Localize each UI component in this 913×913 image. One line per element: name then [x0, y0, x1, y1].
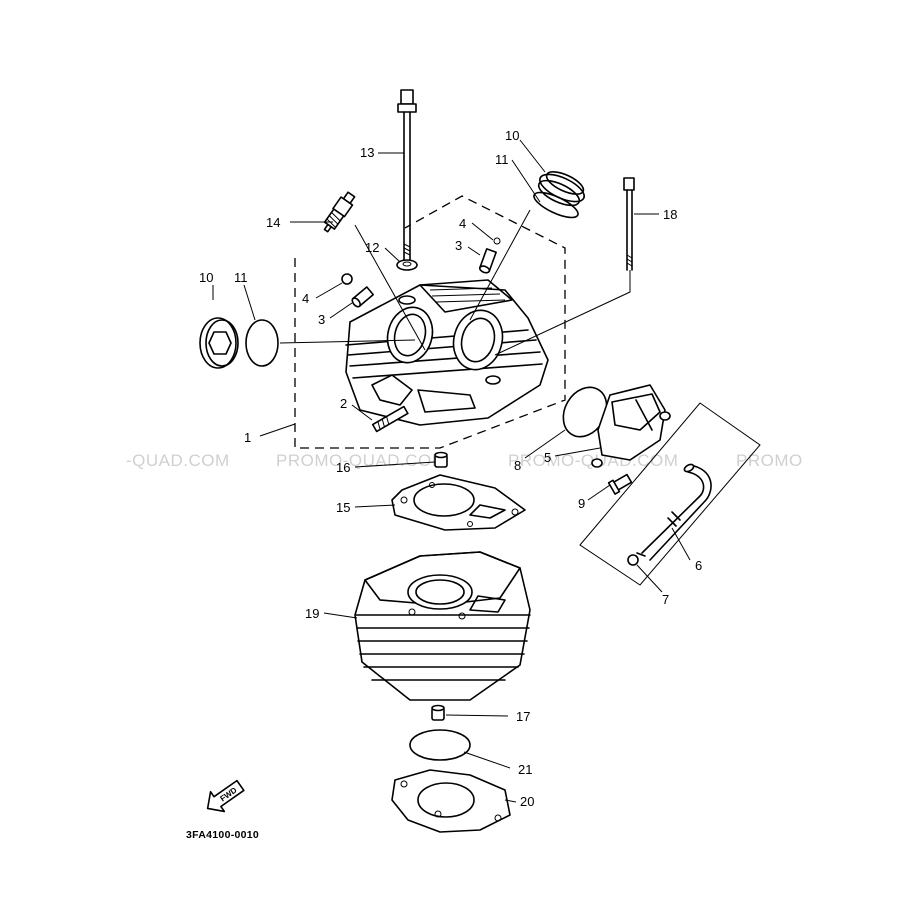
spark-plug-14 [323, 191, 356, 233]
bolt-18 [623, 177, 635, 271]
washer-12 [396, 259, 418, 271]
o-ring-21 [409, 729, 471, 761]
callout-3: 3 [318, 312, 325, 327]
callout-labels: 13 14 12 4 3 4 3 10 11 10 11 18 1 2 16 1… [199, 128, 702, 809]
leader-lines [212, 139, 691, 803]
callout-21: 21 [518, 762, 532, 777]
callout-4: 4 [302, 291, 309, 306]
callout-17: 17 [516, 709, 530, 724]
callout-16: 16 [336, 460, 350, 475]
clip-7 [627, 552, 646, 566]
head-assembly-outline [294, 195, 566, 449]
callout-12: 12 [365, 240, 379, 255]
callout-10: 10 [199, 270, 213, 285]
cylinder-19 [354, 551, 531, 701]
callout-10: 10 [505, 128, 519, 143]
stud-2 [371, 405, 409, 433]
callout-2: 2 [340, 396, 347, 411]
head-gasket-15 [391, 474, 526, 531]
breather-group-outline [579, 402, 761, 586]
watermark: -QUAD.COM PROMO-QUAD.COM PROMO-QUAD.COM … [126, 451, 803, 470]
bolt-9 [607, 473, 633, 495]
watermark-text: -QUAD.COM [126, 451, 230, 470]
callout-18: 18 [663, 207, 677, 222]
base-gasket-20 [391, 769, 511, 833]
circlip-4-right [493, 237, 501, 245]
callout-11: 11 [234, 270, 248, 285]
callout-20: 20 [520, 794, 534, 809]
valve-guide-3-left [351, 286, 375, 308]
callout-15: 15 [336, 500, 350, 515]
dowel-pin-16 [434, 451, 448, 468]
diagram-code: 3FA4100-0010 [186, 829, 259, 841]
callout-8: 8 [514, 458, 521, 473]
callout-19: 19 [305, 606, 319, 621]
callout-5: 5 [544, 450, 551, 465]
valve-cap-10-left [199, 317, 239, 369]
callout-1: 1 [244, 430, 251, 445]
o-ring-11-right [533, 191, 579, 219]
forward-arrow: FWD [206, 779, 245, 813]
cover-5 [591, 384, 671, 468]
o-ring-11-left [245, 319, 279, 367]
watermark-text: PROMO-QUAD.COM [276, 451, 446, 470]
valve-guide-3-right [478, 248, 497, 274]
breather-pipe-6 [641, 463, 712, 561]
cylinder-head [345, 279, 549, 426]
dowel-pin-17 [431, 704, 445, 721]
callout-4: 4 [459, 216, 466, 231]
callout-9: 9 [578, 496, 585, 511]
callout-3: 3 [455, 238, 462, 253]
callout-7: 7 [662, 592, 669, 607]
callout-11: 11 [495, 152, 509, 167]
callout-14: 14 [266, 215, 280, 230]
callout-6: 6 [695, 558, 702, 573]
callout-13: 13 [360, 145, 374, 160]
valve-cap-10-right [537, 171, 585, 207]
circlip-4-left [341, 273, 353, 285]
stud-bolt-13 [397, 89, 417, 261]
watermark-text: PROMO [736, 451, 803, 470]
